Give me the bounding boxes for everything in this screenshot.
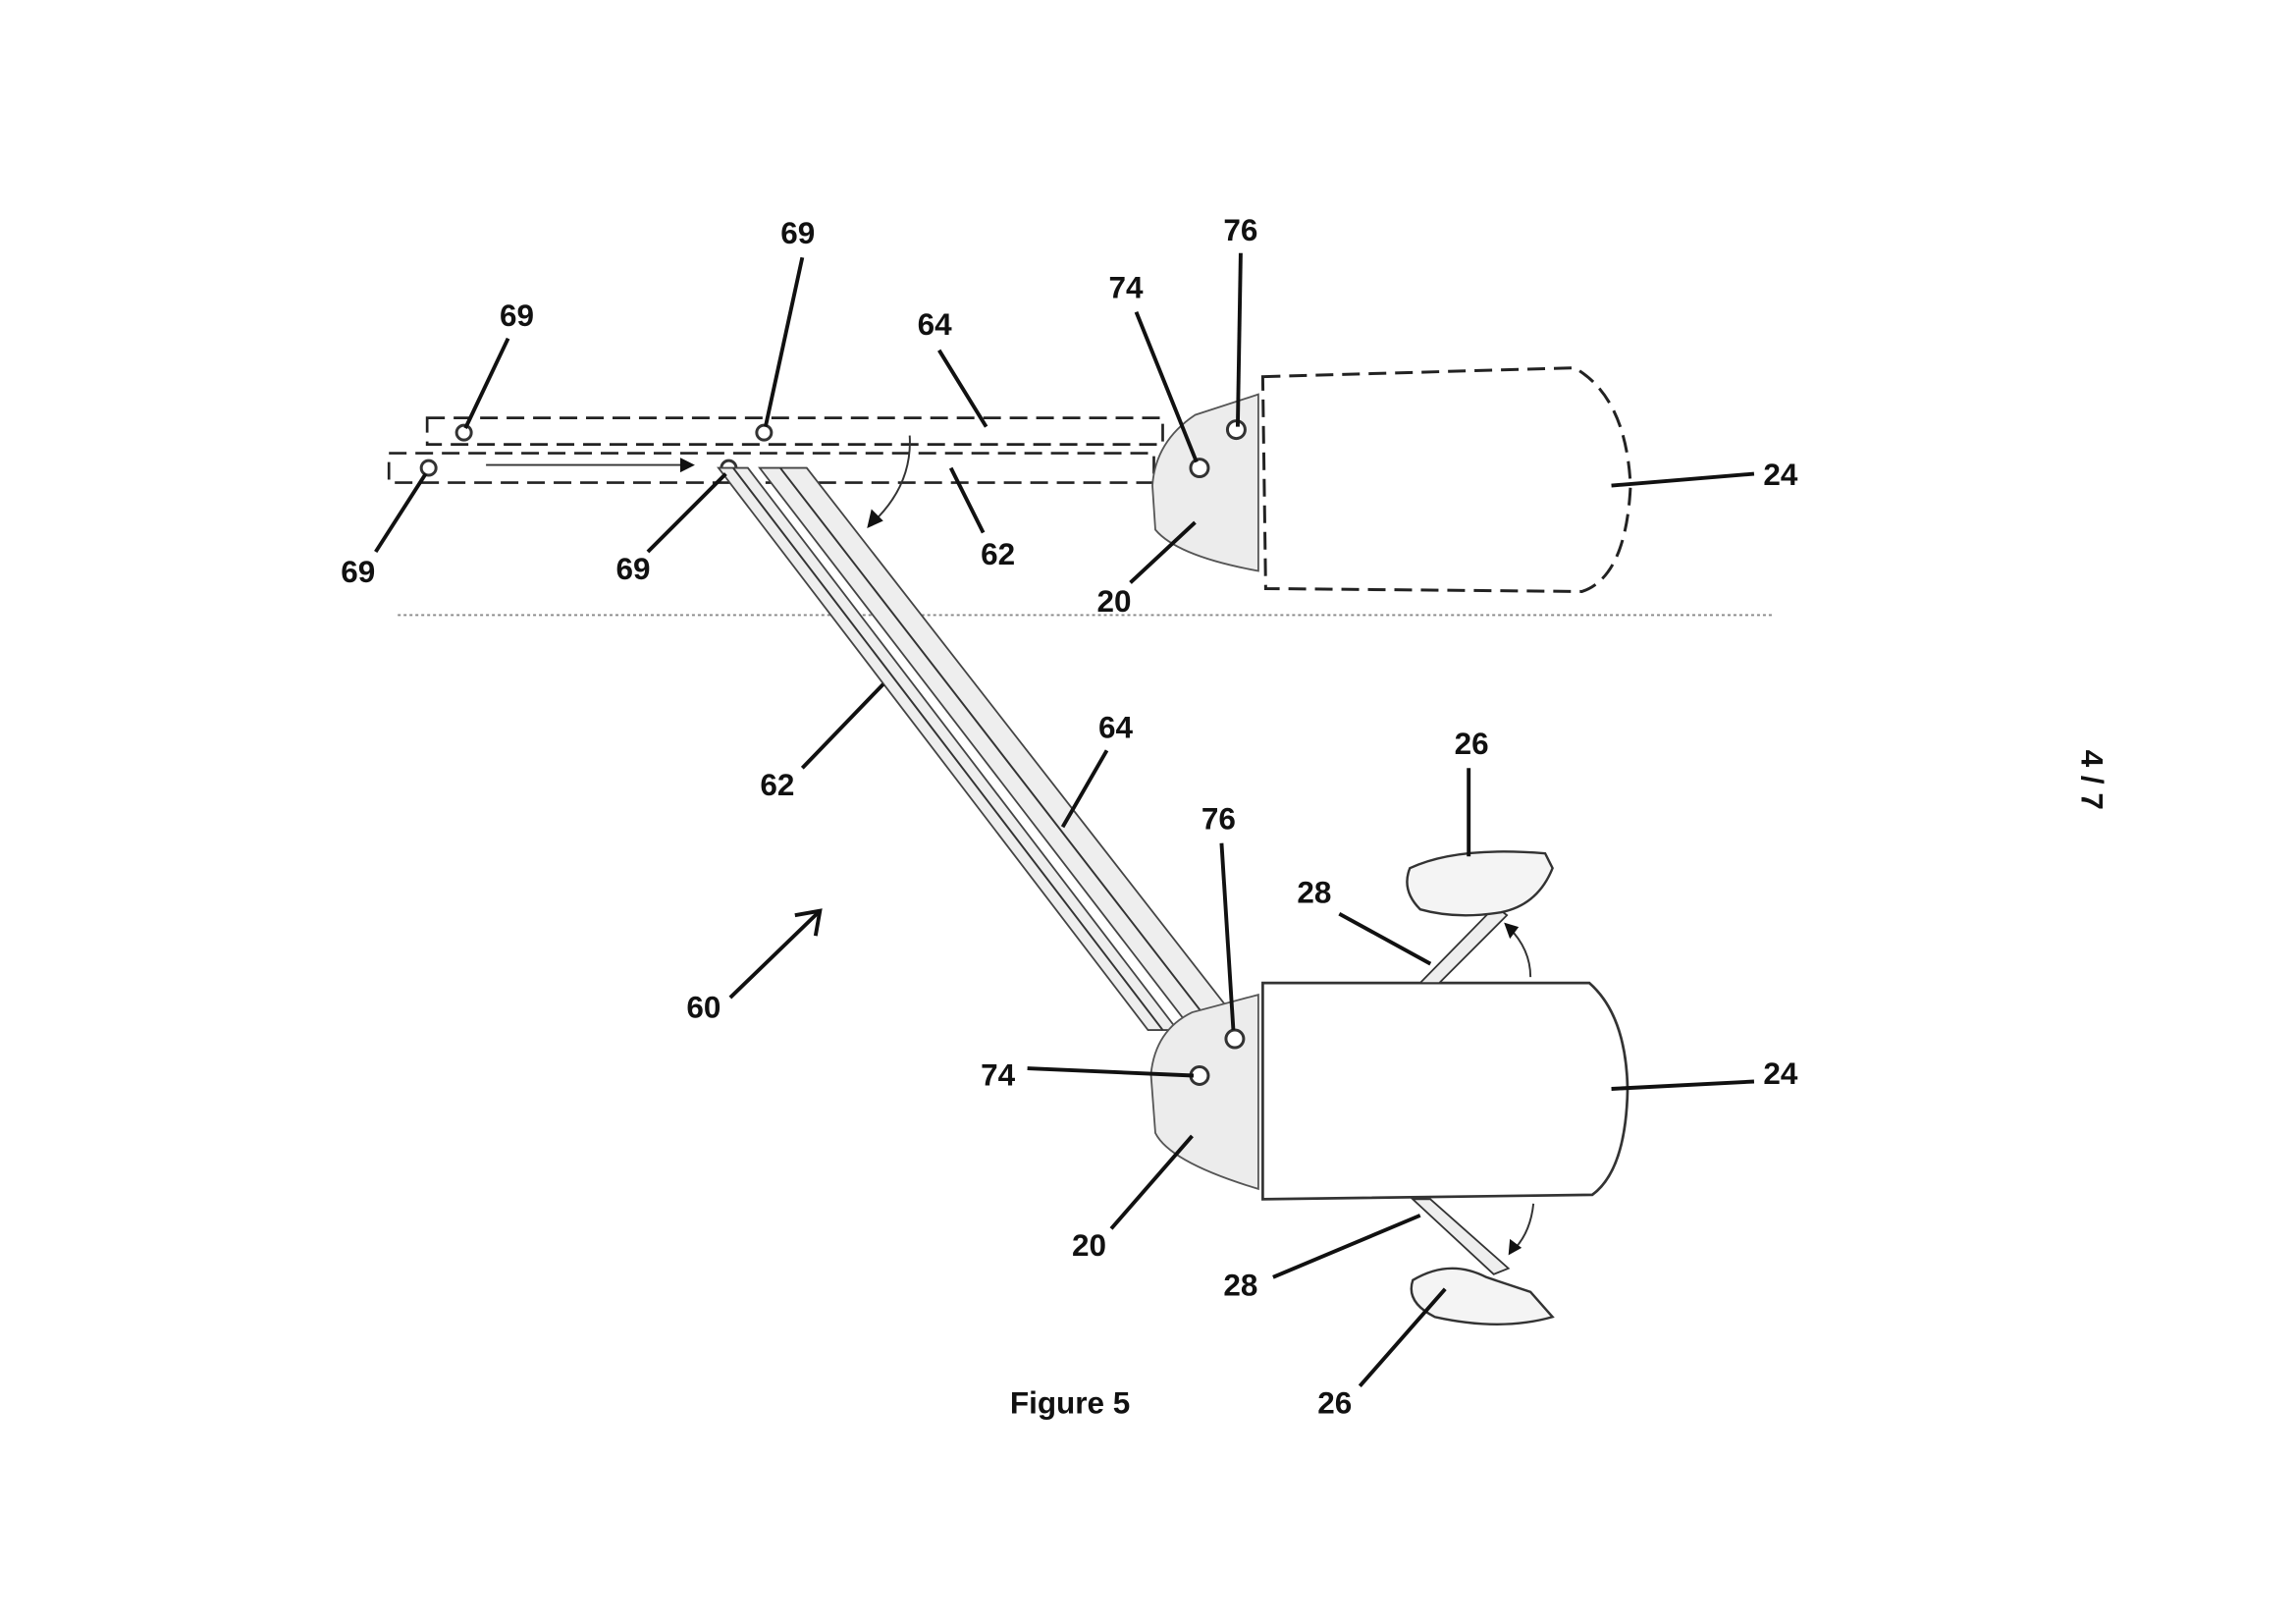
- arm-edge: [779, 466, 1211, 1024]
- ref-26: 26: [1317, 1386, 1352, 1421]
- ref-20: 20: [1072, 1228, 1106, 1263]
- housing-24-deployed: [1261, 981, 1629, 1201]
- ref-24: 24: [1763, 458, 1798, 492]
- pin-74: [1189, 458, 1210, 479]
- ref-26: 26: [1455, 727, 1489, 761]
- ref-20: 20: [1097, 584, 1132, 619]
- ref-28: 28: [1223, 1269, 1257, 1303]
- ref-60: 60: [686, 990, 721, 1024]
- ref-64: 64: [918, 307, 953, 342]
- arm-edge: [732, 466, 1164, 1031]
- arrow-60: [728, 910, 821, 1000]
- pin-69: [454, 423, 473, 442]
- ref-69: 69: [341, 555, 375, 589]
- ref-69: 69: [500, 298, 534, 333]
- page-number: 4 / 7: [2074, 750, 2109, 810]
- ref-24: 24: [1763, 1056, 1798, 1091]
- deployed-assembly: [717, 466, 1629, 1325]
- pin-69: [755, 423, 774, 442]
- ref-69: 69: [780, 216, 815, 250]
- ref-76: 76: [1223, 213, 1257, 247]
- pin-76: [1224, 1028, 1246, 1050]
- leader-lines: [374, 252, 1755, 1388]
- rotation-arrow: [871, 435, 911, 525]
- ref-62: 62: [760, 768, 794, 802]
- figure-caption: Figure 5: [1010, 1386, 1130, 1421]
- pin-69: [419, 459, 438, 477]
- ref-62: 62: [981, 537, 1015, 571]
- ref-64: 64: [1098, 711, 1134, 745]
- arm-64-stowed: [425, 416, 1164, 446]
- linkage-28-top: [1417, 904, 1509, 984]
- housing-24-stowed: [1260, 366, 1632, 593]
- linkage-28-bottom: [1410, 1198, 1511, 1275]
- ref-74: 74: [1109, 271, 1145, 305]
- arrow-head-icon: [867, 509, 883, 529]
- ref-74: 74: [981, 1057, 1016, 1092]
- arrow-head-icon: [794, 908, 823, 937]
- mount-20-stowed: [1151, 393, 1259, 572]
- ref-28: 28: [1297, 875, 1331, 909]
- ref-76: 76: [1201, 802, 1236, 837]
- arrow-head-icon: [1504, 922, 1520, 940]
- arrow-head-icon: [1508, 1238, 1522, 1256]
- arrow-head-icon: [679, 458, 695, 473]
- foot-26-top: [1406, 850, 1554, 917]
- foot-26-bottom: [1410, 1267, 1555, 1325]
- stowed-assembly: [387, 366, 1632, 593]
- ref-69: 69: [615, 552, 650, 586]
